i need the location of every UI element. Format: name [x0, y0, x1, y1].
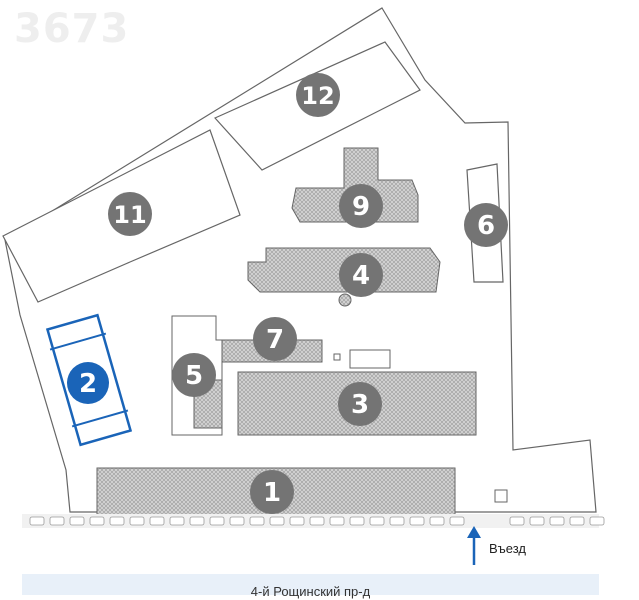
- parked-car: [269, 516, 285, 526]
- building-marker-9[interactable]: 9: [339, 184, 383, 228]
- parked-car: [349, 516, 365, 526]
- parked-car: [309, 516, 325, 526]
- building-marker-2[interactable]: 2: [67, 362, 109, 404]
- building-marker-1[interactable]: 1: [250, 470, 294, 514]
- building-marker-circle: [67, 362, 109, 404]
- parked-car: [329, 516, 345, 526]
- building-marker-label: 4: [352, 261, 370, 291]
- parked-car: [49, 516, 65, 526]
- small-structure: [494, 489, 508, 503]
- building-marker-12[interactable]: 12: [296, 73, 340, 117]
- building-marker-6[interactable]: 6: [464, 203, 508, 247]
- street-bar: 4-й Рощинский пр-д: [22, 574, 599, 599]
- parked-car: [569, 516, 585, 526]
- building-marker-label: 12: [301, 82, 334, 110]
- building-marker-label: 5: [185, 361, 203, 391]
- building-marker-label: 7: [266, 325, 284, 355]
- street-label: 4-й Рощинский пр-д: [250, 584, 371, 599]
- building-marker-circle: [464, 203, 508, 247]
- parked-car: [429, 516, 445, 526]
- building-marker-circle: [339, 184, 383, 228]
- entry-label: Въезд: [489, 541, 527, 556]
- building-marker-label: 1: [263, 478, 281, 508]
- parked-car: [409, 516, 425, 526]
- building-marker-circle: [338, 382, 382, 426]
- watermark: 3673: [14, 6, 130, 52]
- building-marker-11[interactable]: 11: [108, 192, 152, 236]
- building-marker-circle: [108, 192, 152, 236]
- building-marker-circle: [296, 73, 340, 117]
- building-marker-label: 2: [79, 369, 97, 399]
- parked-car: [69, 516, 85, 526]
- parked-car: [369, 516, 385, 526]
- parked-car: [129, 516, 145, 526]
- parked-car: [149, 516, 165, 526]
- parked-car: [389, 516, 405, 526]
- parked-car: [589, 516, 605, 526]
- building-marker-circle: [339, 253, 383, 297]
- parked-car: [229, 516, 245, 526]
- building-marker-label: 11: [113, 201, 146, 229]
- building-marker-label: 9: [352, 192, 370, 222]
- parked-car: [209, 516, 225, 526]
- parked-car: [449, 516, 465, 526]
- parked-car: [189, 516, 205, 526]
- small-structure: [333, 353, 341, 361]
- parked-car: [549, 516, 565, 526]
- parked-car: [169, 516, 185, 526]
- building-marker-label: 6: [477, 211, 495, 241]
- building-4-annex: [338, 293, 352, 307]
- building-marker-circle: [253, 317, 297, 361]
- parked-car: [109, 516, 125, 526]
- building-marker-5[interactable]: 5: [172, 353, 216, 397]
- parked-car: [29, 516, 45, 526]
- building-marker-7[interactable]: 7: [253, 317, 297, 361]
- building-marker-label: 3: [351, 390, 369, 420]
- parked-car: [529, 516, 545, 526]
- building-marker-circle: [250, 470, 294, 514]
- building-marker-3[interactable]: 3: [338, 382, 382, 426]
- building-marker-circle: [172, 353, 216, 397]
- building-marker-4[interactable]: 4: [339, 253, 383, 297]
- small-structure: [349, 349, 391, 369]
- arrow-up-icon: [467, 526, 481, 565]
- parked-car: [289, 516, 305, 526]
- parked-car: [89, 516, 105, 526]
- parked-car: [509, 516, 525, 526]
- parked-car: [249, 516, 265, 526]
- parked-cars: [29, 516, 605, 526]
